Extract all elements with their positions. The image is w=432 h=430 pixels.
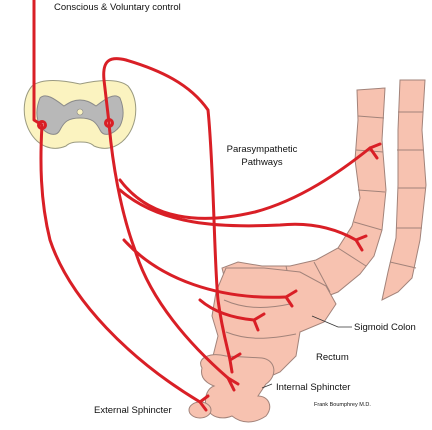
ending-internal-sphincter [228,352,242,374]
pathway-to-rectum [198,298,256,322]
parasympathetic-arch [102,57,232,362]
nerve-endings [198,142,382,412]
label-parasympathetic: Parasympathetic [227,144,298,155]
ending-rectum [252,312,266,332]
pathway-to-descending-colon [118,146,372,220]
label-external-sphincter: External Sphincter [94,405,172,416]
ending-sigmoid-upper [354,234,368,252]
label-conscious-control: Conscious & Voluntary control [54,2,181,13]
pathway-to-sigmoid-upper [118,188,358,242]
pathway-to-sigmoid-lower [122,238,288,299]
ending-sigmoid-lower [284,289,298,308]
label-rectum: Rectum [316,352,349,363]
label-pathways: Pathways [241,157,282,168]
ending-external-sphincter [198,394,210,412]
descending-colon-outer [381,79,427,301]
voluntary-control-fiber [32,0,44,127]
pudendal-nerve [39,123,202,404]
spinal-cord-section [23,80,137,149]
label-internal-sphincter: Internal Sphincter [276,382,350,393]
label-credit: Frank Boumphrey M.D. [314,402,371,408]
leader-lines [261,315,352,389]
ending-inner-sphincter [226,376,240,392]
labels: Conscious & Voluntary control Parasympat… [54,2,416,416]
label-sigmoid-colon: Sigmoid Colon [354,322,416,333]
ending-descending [368,142,382,160]
nerve-pathways [32,0,372,404]
colon-group [188,79,427,423]
